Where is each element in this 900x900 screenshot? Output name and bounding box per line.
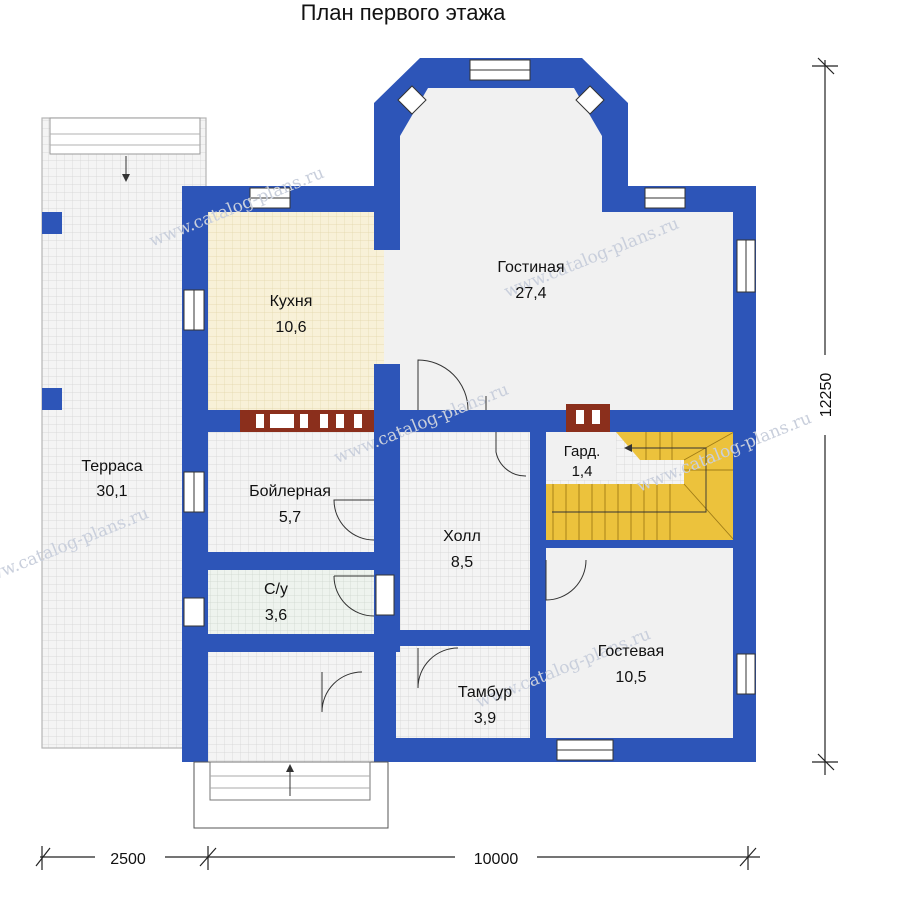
room-area-kitchen: 10,6 — [275, 319, 306, 336]
room-name-hall: Холл — [443, 528, 481, 545]
terrace-column — [42, 212, 62, 234]
room-area-terrace: 30,1 — [96, 483, 127, 500]
room-area-wardrobe: 1,4 — [572, 463, 593, 480]
room-name-kitchen: Кухня — [270, 293, 313, 310]
dim-label-bg — [455, 846, 537, 868]
living-floor — [384, 88, 733, 410]
room-area-living: 27,4 — [515, 285, 546, 302]
guest-floor — [546, 548, 734, 738]
room-area-boiler: 5,7 — [279, 509, 301, 526]
room-area-hall: 8,5 — [451, 554, 473, 571]
plan-title: План первого этажа — [301, 0, 507, 25]
door-swings — [321, 359, 587, 713]
dimension-house-width: 10000 — [474, 851, 519, 868]
room-name-living: Гостиная — [497, 259, 564, 276]
dim-label-bg — [95, 846, 165, 868]
room-name-boiler: Бойлерная — [249, 483, 331, 500]
entry-porch — [193, 761, 389, 829]
chimney — [240, 404, 610, 432]
terrace-column — [42, 388, 62, 410]
room-labels: Терраса 30,1 Кухня 10,6 Гостиная 27,4 Бо… — [81, 259, 664, 727]
dimension-house-depth: 12250 — [818, 373, 835, 418]
kitchen-floor — [208, 212, 384, 410]
room-name-vestibule: Тамбур — [458, 684, 512, 701]
room-name-wc: С/у — [264, 581, 288, 598]
wardrobe-floor — [540, 432, 616, 480]
terrace — [41, 117, 207, 749]
room-area-vestibule: 3,9 — [474, 710, 496, 727]
wc-floor — [208, 570, 374, 634]
dim-label-bg — [814, 355, 836, 435]
room-name-guest: Гостевая — [598, 643, 664, 660]
room-name-terrace: Терраса — [81, 458, 142, 475]
windows — [183, 59, 756, 761]
room-name-wardrobe: Гард. — [564, 443, 601, 460]
dimension-terrace-width: 2500 — [110, 851, 146, 868]
room-area-wc: 3,6 — [265, 607, 287, 624]
room-area-guest: 10,5 — [615, 669, 646, 686]
